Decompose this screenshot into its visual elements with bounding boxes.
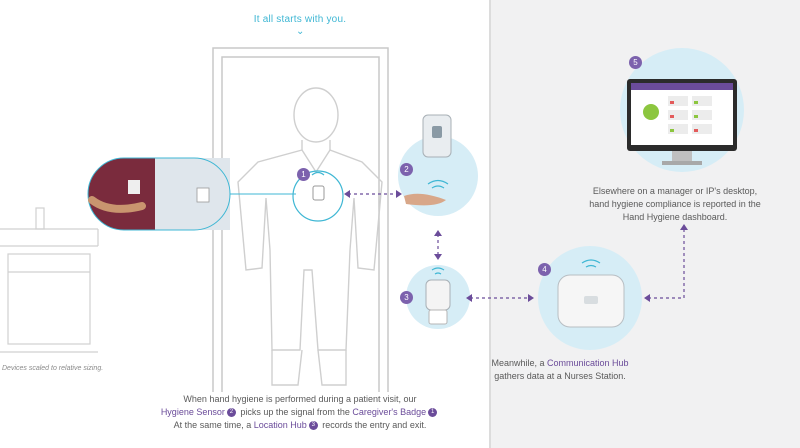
chevron-down-icon: ⌄ (296, 26, 305, 37)
badge-focus-ring (292, 170, 344, 222)
hygiene-sensor-window (432, 126, 442, 138)
caregiver-figure (237, 87, 383, 386)
monitor-base (662, 161, 702, 165)
badge-marker-1: 1 (297, 168, 310, 181)
arrow-heads (344, 190, 688, 302)
badge-signal-icon (311, 171, 325, 176)
hand-icon (404, 193, 446, 206)
location-hub-device (425, 279, 451, 311)
monitor-stand (672, 151, 692, 161)
sensor-signal-icon (427, 179, 449, 189)
communication-hub-led (584, 296, 598, 304)
sensor-marker-2: 2 (400, 163, 413, 176)
dashboard-marker-5: 5 (629, 56, 642, 69)
dashboard-description: Elsewhere on a manager or IP's desktop, … (589, 186, 761, 222)
comm-hub-marker-4: 4 (538, 263, 551, 276)
wall-outlet (428, 309, 448, 325)
caregiver-photo (87, 157, 231, 231)
hub-signal-icon (431, 267, 445, 275)
dashboard-gauge (643, 104, 659, 120)
sink-counter (0, 207, 99, 353)
dashboard-status-dots (670, 101, 698, 132)
caregiver-badge-icon (312, 185, 325, 201)
headline: It all starts with you. (253, 14, 347, 25)
dashboard-header-bar (631, 83, 733, 90)
comm-signal-icon (581, 259, 601, 268)
scale-note: Devices scaled to relative sizing. (2, 365, 104, 372)
process-description: When hand hygiene is performed during a … (130, 393, 470, 432)
dashboard-tiles (668, 96, 712, 134)
communication-hub-description: Meanwhile, a Communication Hub gathers d… (491, 358, 629, 381)
dashed-connections (348, 193, 685, 299)
location-hub-marker-3: 3 (400, 291, 413, 304)
